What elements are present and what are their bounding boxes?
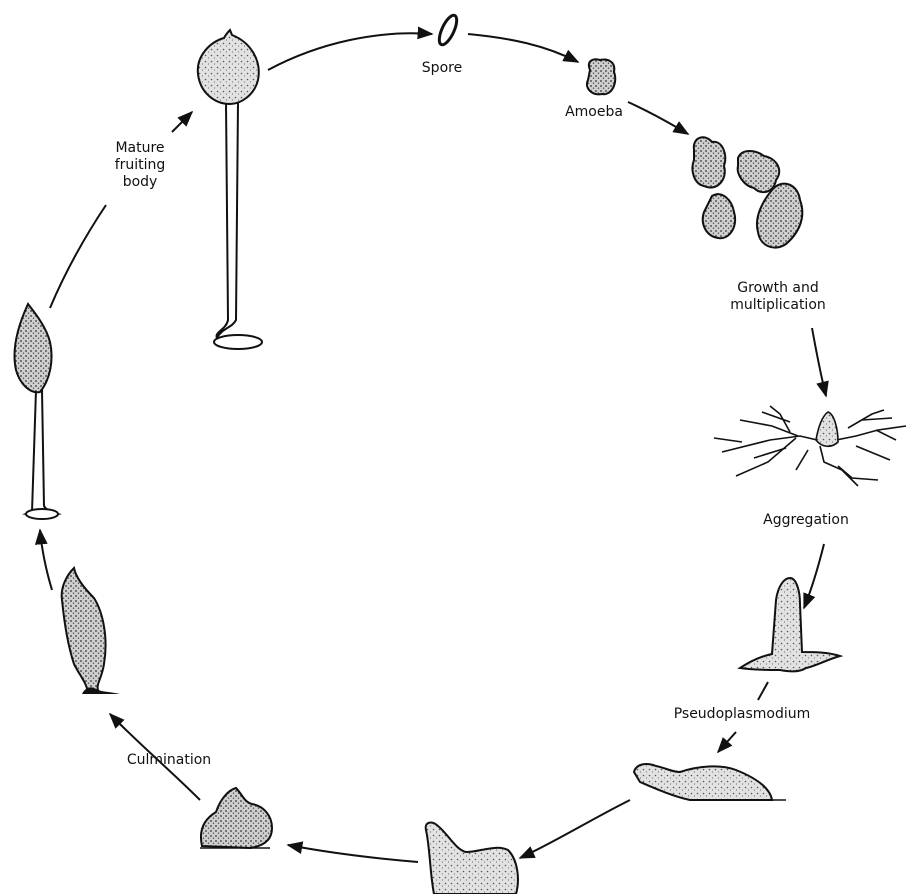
arrow-early-stalk-to-young-fruiting xyxy=(40,530,52,590)
culmination-label: Culmination xyxy=(114,752,224,769)
arrow-growth-to-aggregation xyxy=(812,328,826,396)
spore-label: Spore xyxy=(412,60,472,77)
amoeba-drawing xyxy=(587,59,615,94)
arrow-slug-to-migrating xyxy=(520,800,630,858)
mature-fruiting-body-drawing xyxy=(198,30,262,349)
arrow-fruiting-to-spore xyxy=(268,33,432,70)
arrow-migrating-to-culmination xyxy=(288,845,418,862)
aggregation-label: Aggregation xyxy=(750,512,862,529)
amoeba-label: Amoeba xyxy=(556,104,632,121)
pseudoplasmodium-label: Pseudoplasmodium xyxy=(664,706,820,723)
migrating-slug-drawing xyxy=(426,823,518,894)
line-young-to-mature xyxy=(50,205,106,308)
arrow-amoeba-to-growth xyxy=(628,102,688,134)
spore-drawing xyxy=(436,13,460,47)
arrow-mature-label-to-fruiting xyxy=(172,112,192,132)
arrow-aggregation-to-pseudoplasmodium xyxy=(804,544,824,608)
culmination-mound-drawing xyxy=(200,788,272,848)
early-stalk-drawing xyxy=(62,568,120,694)
arrow-pseudoplasmodium-to-slug xyxy=(718,732,736,752)
growth-and-multiplication-label: Growth and multiplication xyxy=(714,280,842,314)
slug-drawing xyxy=(634,764,786,800)
pseudoplasmodium-drawing xyxy=(740,578,840,671)
arrow-spore-to-amoeba xyxy=(468,34,578,62)
growth-amoebae-drawing xyxy=(692,137,802,247)
aggregation-drawing xyxy=(714,406,906,486)
young-fruiting-body-drawing xyxy=(15,304,59,519)
mature-fruiting-body-label: Mature fruiting body xyxy=(100,140,180,191)
line-pseudoplasmodium-label xyxy=(758,682,768,700)
